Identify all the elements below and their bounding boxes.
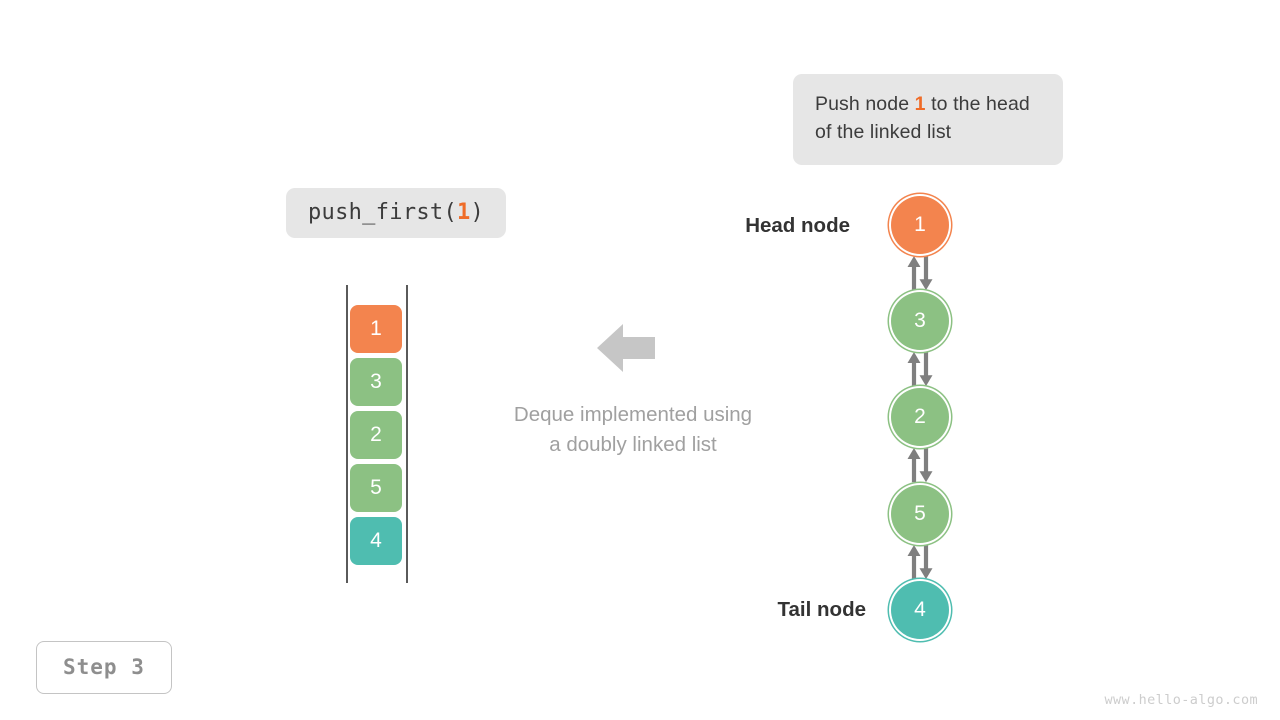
caption-line-2: a doubly linked list — [549, 432, 717, 456]
node-link-arrows — [903, 448, 937, 483]
array-cell-value: 1 — [370, 317, 382, 340]
array-cell: 2 — [350, 411, 402, 459]
step-badge: Step 3 — [36, 641, 172, 694]
list-node-value: 5 — [914, 501, 926, 525]
array-cell: 3 — [350, 358, 402, 406]
watermark: www.hello-algo.com — [1104, 692, 1258, 708]
head-node-label: Head node — [745, 214, 850, 237]
array-rail-right — [406, 285, 408, 583]
array-cell-value: 4 — [370, 529, 382, 552]
array-cell-value: 3 — [370, 370, 382, 393]
prev-pointer-arrow-icon — [907, 448, 921, 483]
node-link-arrows — [903, 352, 937, 387]
callout-text-suffix: to the head of the linked list — [815, 93, 1030, 144]
operation-argument: 1 — [457, 200, 471, 225]
prev-pointer-arrow-icon — [907, 256, 921, 291]
operation-label: push_first(1) — [286, 188, 507, 238]
array-cell: 5 — [350, 464, 402, 512]
array-cell: 1 — [350, 305, 402, 353]
array-cell-value: 5 — [370, 476, 382, 499]
list-node-value: 3 — [914, 309, 926, 333]
list-node-value: 1 — [914, 213, 926, 236]
diagram-caption: Deque implemented using a doubly linked … — [463, 400, 803, 459]
callout-text-prefix: Push node — [815, 93, 915, 115]
list-node-value: 4 — [914, 597, 926, 621]
array-cell: 4 — [350, 517, 402, 565]
left-arrow-icon — [597, 322, 655, 374]
list-node: 5 — [891, 484, 949, 543]
operation-close-paren: ) — [470, 200, 485, 225]
tail-node-label: Tail node — [777, 598, 866, 621]
node-link-arrows — [903, 256, 937, 291]
next-pointer-arrow-icon — [919, 448, 933, 483]
list-node: 2 — [891, 388, 949, 447]
caption-line-1: Deque implemented using — [513, 403, 753, 426]
list-node-value: 2 — [914, 405, 926, 429]
next-pointer-arrow-icon — [919, 352, 933, 387]
node-link-arrows — [903, 544, 937, 579]
array-rail-left — [346, 285, 348, 583]
callout-highlight-value: 1 — [914, 93, 926, 115]
next-pointer-arrow-icon — [919, 544, 933, 579]
array-cell-value: 2 — [370, 423, 382, 446]
prev-pointer-arrow-icon — [907, 544, 921, 579]
callout-bubble: Push node 1 to the head of the linked li… — [793, 74, 1063, 165]
list-node: 1 — [891, 196, 949, 254]
list-node: 4 — [891, 580, 949, 639]
list-node: 3 — [891, 292, 949, 351]
prev-pointer-arrow-icon — [907, 352, 921, 387]
next-pointer-arrow-icon — [919, 256, 933, 291]
operation-name: push_first( — [308, 200, 457, 225]
